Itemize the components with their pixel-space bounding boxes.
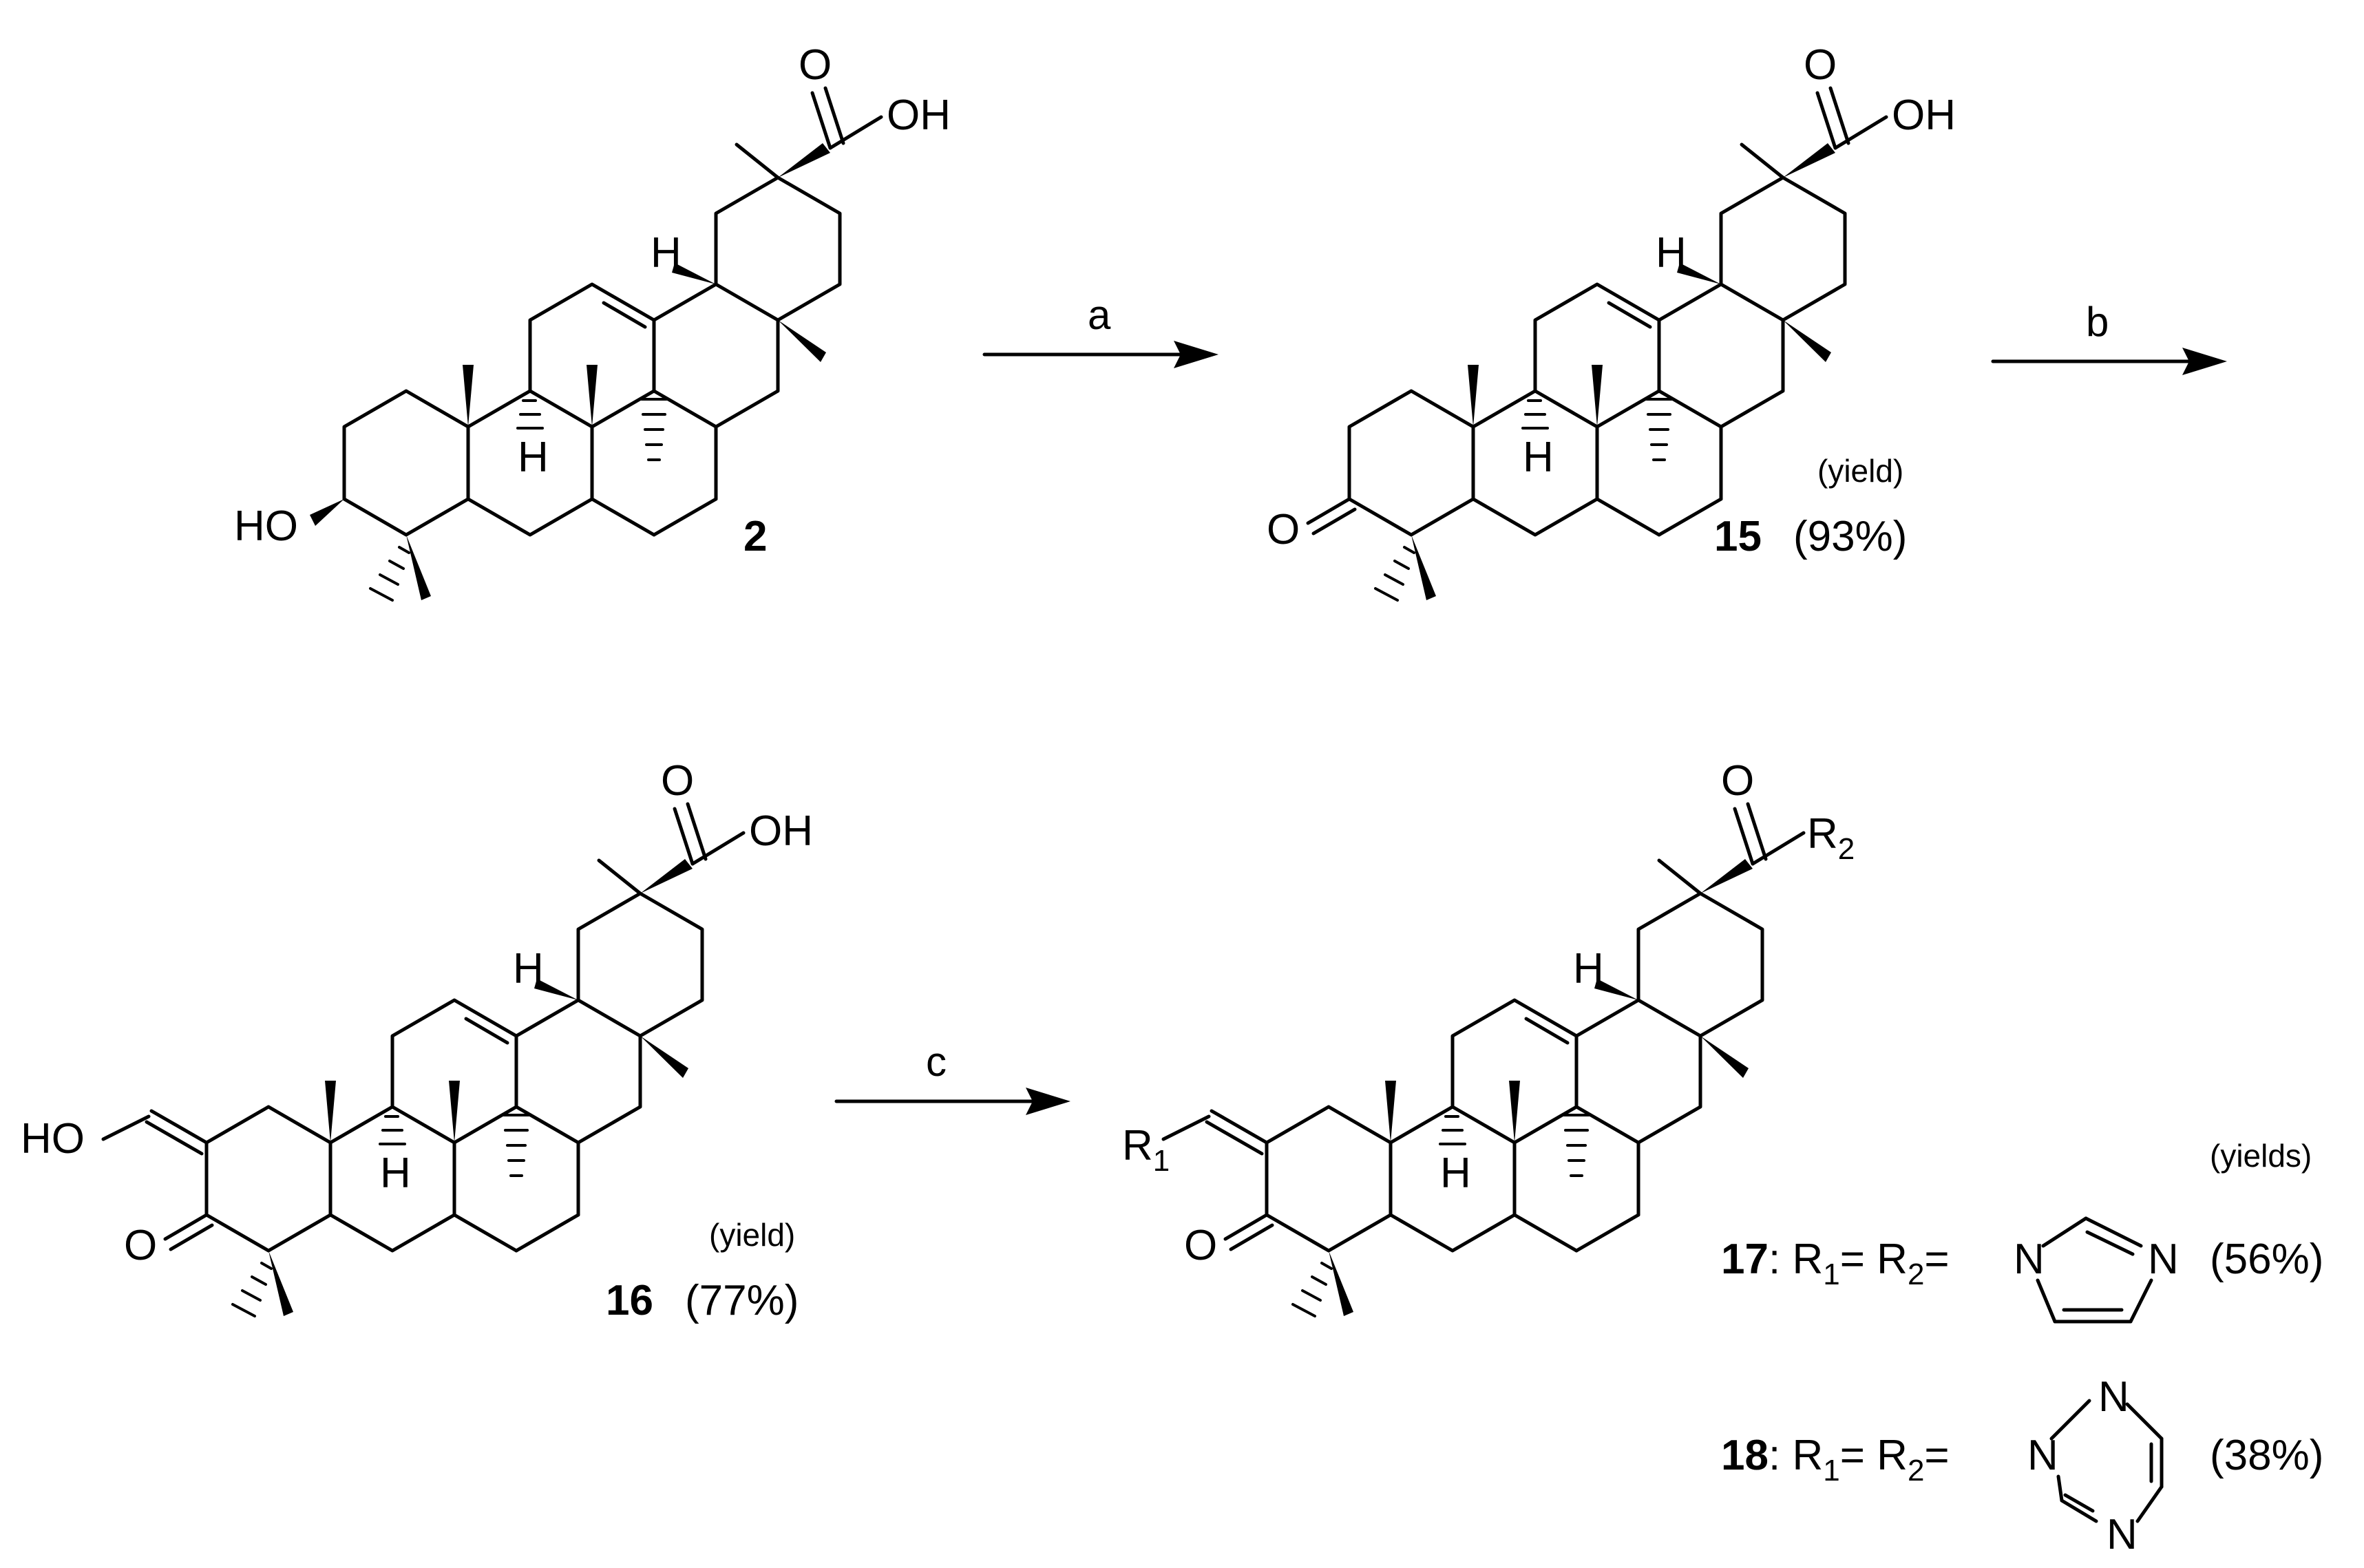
acid-oh-label: OH [749, 807, 813, 855]
ketone-o-label: O [1184, 1222, 1217, 1269]
step-c-label: c [926, 1039, 947, 1085]
arrow-c: c [834, 1039, 1070, 1115]
imidazole-ring: N N [2014, 1216, 2179, 1324]
entry-18-text: 18: R1= R2= [1721, 1432, 1950, 1487]
compound-17-18: O R1 O R2 H H [1122, 757, 1855, 1316]
carbonyl-o-label: O [1804, 41, 1837, 89]
carbonyl-o-label: O [661, 757, 694, 805]
step-b-label: b [2086, 299, 2109, 345]
entry-18: 18: R1= R2= N N N (38%) [1721, 1373, 2323, 1558]
h9-label: H [518, 434, 549, 481]
entry-17-yield: (56%) [2210, 1236, 2323, 1283]
entry-17: 17: R1= R2= N N (56%) [1721, 1216, 2323, 1324]
triazole-n2-label: N [2098, 1373, 2129, 1421]
compound-16-yield: (77%) [685, 1277, 799, 1324]
compound-15-label: 15 [1714, 513, 1762, 560]
step-a-label: a [1088, 292, 1111, 338]
compound-2: HO O OH H H [234, 41, 951, 600]
h18-label: H [651, 229, 682, 277]
compound-16-yield-note: (yield) [709, 1217, 795, 1253]
compound-15-yield-note: (yield) [1817, 453, 1903, 489]
hydroxyl-label: HO [234, 502, 298, 550]
compound-15-yield: (93%) [1793, 513, 1907, 560]
compound-16-label: 16 [606, 1277, 653, 1324]
acid-oh-label: OH [887, 92, 951, 139]
compound-16: O HO O OH H H [21, 757, 813, 1316]
h18-label: H [1656, 229, 1687, 277]
ketone-o-label: O [124, 1222, 157, 1269]
r2-label: R2 [1807, 810, 1855, 866]
triazole-ring: N N N [2027, 1373, 2164, 1558]
compound-15: O O OH H H [1267, 41, 1956, 600]
ketone-o-label: O [1267, 506, 1300, 553]
h18-label: H [513, 945, 544, 993]
h9-label: H [1440, 1149, 1471, 1197]
products-yields-note: (yields) [2210, 1138, 2312, 1174]
carbonyl-o-label: O [799, 41, 832, 89]
h9-label: H [1523, 434, 1554, 481]
arrow-b: b [1991, 299, 2227, 375]
h18-label: H [1573, 945, 1604, 993]
entry-17-text: 17: R1= R2= [1721, 1236, 1950, 1291]
acid-oh-label: OH [1892, 92, 1956, 139]
triazole-n1-label: N [2027, 1432, 2058, 1479]
compound-2-label: 2 [743, 513, 767, 560]
imidazole-n3-label: N [2148, 1236, 2179, 1283]
r1-label: R1 [1122, 1122, 1170, 1178]
h9-label: H [380, 1149, 411, 1197]
entry-18-yield: (38%) [2210, 1432, 2323, 1479]
imidazole-n1-label: N [2014, 1236, 2045, 1283]
arrow-a: a [982, 292, 1218, 368]
carbonyl-o-label: O [1721, 757, 1754, 805]
hydroxymethylene-label: HO [21, 1115, 85, 1163]
triazole-n4-label: N [2107, 1511, 2138, 1558]
